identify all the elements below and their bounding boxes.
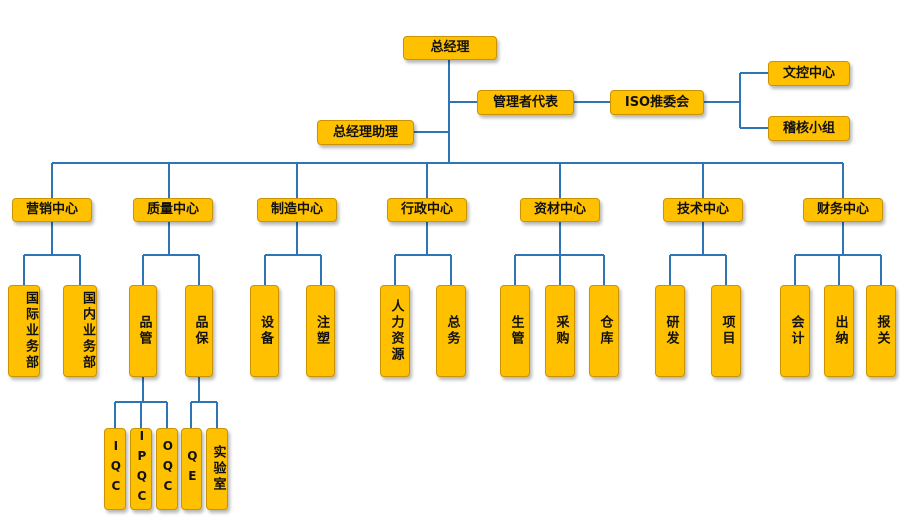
finance-center-box: 财务中心	[803, 198, 883, 222]
iqc-label: IQC	[108, 439, 123, 499]
iqc-box: IQC	[104, 428, 126, 510]
admin-center-label: 行政中心	[400, 202, 453, 218]
research-development-label: 研发	[663, 315, 679, 347]
equipment-label: 设备	[257, 315, 273, 347]
domestic-business-label: 国内业务部	[80, 291, 95, 371]
quality-center-label: 质量中心	[146, 202, 199, 218]
general-affairs-label: 总务	[444, 315, 460, 347]
cashier-box: 出纳	[824, 285, 854, 377]
production-control-label: 生管	[508, 315, 524, 347]
manufacturing-center-box: 制造中心	[257, 198, 337, 222]
document-control-label: 文控中心	[782, 65, 835, 81]
customs-declaration-box: 报关	[866, 285, 896, 377]
purchasing-box: 采购	[545, 285, 575, 377]
injection-molding-label: 注塑	[313, 315, 329, 347]
warehouse-box: 仓库	[589, 285, 619, 377]
human-resources-box: 人力资源	[380, 285, 410, 377]
quality-center-box: 质量中心	[133, 198, 213, 222]
quality-assurance-label: 品保	[192, 315, 208, 347]
international-business-label: 国际业务部	[23, 291, 38, 371]
general-manager-box: 总经理	[403, 36, 497, 60]
accounting-box: 会计	[780, 285, 810, 377]
research-development-box: 研发	[655, 285, 685, 377]
domestic-business-box: 国内业务部	[63, 285, 97, 377]
warehouse-label: 仓库	[597, 315, 613, 347]
material-center-box: 资材中心	[520, 198, 600, 222]
laboratory-label: 实验室	[210, 445, 226, 493]
audit-team-box: 稽核小组	[768, 116, 850, 141]
audit-team-label: 稽核小组	[782, 120, 835, 136]
international-business-box: 国际业务部	[8, 285, 40, 377]
oqc-label: OQC	[160, 439, 175, 499]
human-resources-label: 人力资源	[388, 299, 404, 363]
cashier-label: 出纳	[832, 315, 848, 347]
customs-declaration-label: 报关	[874, 315, 890, 347]
material-center-label: 资材中心	[533, 202, 586, 218]
gm-assistant-label: 总经理助理	[332, 124, 398, 140]
document-control-box: 文控中心	[768, 61, 850, 86]
quality-control-box: 品管	[129, 285, 157, 377]
oqc-box: OQC	[156, 428, 178, 510]
quality-assurance-box: 品保	[185, 285, 213, 377]
injection-molding-box: 注塑	[306, 285, 335, 377]
technology-center-box: 技术中心	[663, 198, 743, 222]
gm-assistant-box: 总经理助理	[317, 120, 414, 145]
purchasing-label: 采购	[553, 315, 569, 347]
technology-center-label: 技术中心	[676, 202, 729, 218]
qe-label: QE	[185, 449, 200, 489]
general-affairs-box: 总务	[436, 285, 466, 377]
finance-center-label: 财务中心	[816, 202, 869, 218]
sales-center-label: 营销中心	[25, 202, 78, 218]
sales-center-box: 营销中心	[12, 198, 92, 222]
ipqc-box: IPQC	[130, 428, 152, 510]
iso-committee-box: ISO推委会	[610, 90, 704, 115]
management-representative-box: 管理者代表	[477, 90, 574, 115]
ipqc-label: IPQC	[134, 429, 149, 509]
qe-box: QE	[181, 428, 202, 510]
laboratory-box: 实验室	[206, 428, 228, 510]
general-manager-label: 总经理	[430, 40, 470, 56]
quality-control-label: 品管	[136, 315, 152, 347]
management-representative-label: 管理者代表	[492, 94, 558, 110]
project-box: 项目	[711, 285, 741, 377]
iso-committee-label: ISO推委会	[624, 94, 690, 110]
production-control-box: 生管	[500, 285, 530, 377]
admin-center-box: 行政中心	[387, 198, 467, 222]
manufacturing-center-label: 制造中心	[270, 202, 323, 218]
accounting-label: 会计	[788, 315, 804, 347]
project-label: 项目	[719, 315, 735, 347]
equipment-box: 设备	[250, 285, 279, 377]
